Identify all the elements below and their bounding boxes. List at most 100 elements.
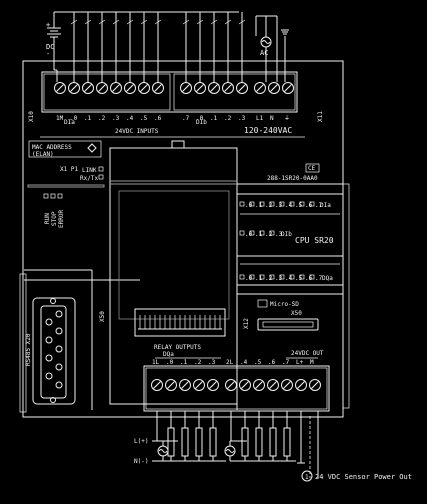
led-label: .6	[305, 202, 313, 209]
led-label: .3	[275, 275, 283, 282]
output-screw-3	[193, 379, 205, 391]
input-terminal-label: .2	[98, 115, 106, 122]
led-label: .5	[295, 202, 303, 209]
do-leds-label: DQa	[322, 275, 333, 282]
input-screw-b-4	[236, 82, 248, 94]
input-terminal-label: .4	[126, 115, 134, 122]
output-terminal-label: M	[310, 359, 314, 366]
cpu-model-label: CPU SR20	[295, 236, 334, 245]
micro-sd-slot: Micro-SD X50	[257, 299, 319, 331]
input-screw-a-5	[124, 82, 136, 94]
port-x11-label: X11	[317, 111, 324, 122]
output-drop-wires	[156, 411, 302, 428]
center-panel	[109, 140, 238, 405]
output-screw-2	[179, 379, 191, 391]
led-label: .5	[295, 275, 303, 282]
mac-address-text: MAC ADDRESS	[32, 144, 72, 151]
output-terminal-label: .3	[208, 359, 216, 366]
input-terminal-label: .2	[224, 115, 232, 122]
note-text: 24 VDC Sensor Power Out	[315, 473, 412, 481]
power-screw-1	[268, 82, 280, 94]
power-screw-2	[282, 82, 294, 94]
led-label: .7	[315, 202, 323, 209]
led-label: .4	[285, 202, 293, 209]
led-label: .2	[265, 275, 273, 282]
part-number: 288-1SR20-0AA0	[267, 175, 318, 182]
led-label: .4	[285, 275, 293, 282]
input-terminal-label: .3	[238, 115, 246, 122]
output-terminal-label: .0	[166, 359, 174, 366]
output-terminal-label: 2L	[226, 359, 234, 366]
link-led	[98, 166, 104, 172]
load-5	[255, 427, 263, 457]
dc-label: DC	[46, 43, 54, 51]
dc-out-label: 24VDC OUT	[291, 350, 324, 357]
output-terminal-label: 1L	[152, 359, 160, 366]
stop-led-label: STOP	[51, 211, 58, 226]
micro-sd-port-label: X50	[291, 310, 302, 317]
load-7	[283, 427, 291, 457]
input-screw-a-3	[96, 82, 108, 94]
inputs-24vdc-label: 24VDC INPUTS	[115, 128, 159, 135]
input-terminal-label: .0	[70, 115, 78, 122]
sd-card-slot	[257, 318, 319, 331]
output-screw-0	[151, 379, 163, 391]
dc-drop-wires	[70, 12, 246, 82]
input-terminal-label: .6	[154, 115, 162, 122]
power-120-240vac-label: 120-240VAC	[244, 126, 292, 135]
led-label: .2	[265, 202, 273, 209]
network-icon	[87, 143, 97, 153]
output-screw-terminals	[151, 379, 321, 391]
input-terminal-label: .0	[196, 115, 204, 122]
plc-housing	[19, 60, 350, 418]
input-screw-a-6	[138, 82, 150, 94]
load-resistors	[156, 427, 305, 464]
error-led-label: ERROR	[58, 210, 65, 228]
line-l-plus-label: L(+)	[134, 438, 148, 445]
relay-outputs-label: RELAY OUTPUTS	[154, 344, 201, 351]
input-terminal-label: .1	[84, 115, 92, 122]
db9-pins	[45, 310, 63, 389]
input-screw-a-7	[152, 82, 164, 94]
note-number: 1	[305, 474, 309, 481]
input-screw-b-1	[194, 82, 206, 94]
rxtx-led	[98, 174, 104, 180]
input-terminal-label: 1M	[56, 115, 64, 122]
led-label: .1	[255, 202, 263, 209]
output-screw-9	[281, 379, 293, 391]
output-screw-1	[165, 379, 177, 391]
di-leds-b-label: DIb	[281, 231, 292, 238]
input-terminal-label: .5	[140, 115, 148, 122]
input-terminal-label: .3	[112, 115, 120, 122]
input-screw-b-0	[180, 82, 192, 94]
bottom-load-wiring: L(+) N(-) 1 24 VDC Sensor Power Out	[134, 411, 412, 482]
dib-group-label: DIb	[196, 119, 207, 126]
power-terminal-label: L1	[256, 115, 264, 122]
side-x50-label: X50	[99, 311, 106, 322]
relay-connector-cover	[134, 308, 226, 337]
di-leds-a-label: DIa	[320, 202, 331, 209]
left-panel: MAC ADDRESS (ELAN) X1 P1 LINK Rx/Tx RUN …	[24, 140, 140, 410]
led-label: .0	[245, 231, 253, 238]
port-x12-label: X12	[243, 318, 250, 329]
dia-group-label: DIa	[64, 119, 75, 126]
input-terminal-label: .7	[182, 115, 190, 122]
rs485-x20-label: RS485 X20	[25, 333, 32, 366]
output-terminal-label: L+	[296, 359, 304, 366]
status-leds: RUN STOP ERROR	[43, 193, 65, 228]
port-x10-label: X10	[28, 111, 35, 122]
load-1	[181, 427, 189, 457]
input-screw-a-4	[110, 82, 122, 94]
led-label: .3	[275, 202, 283, 209]
link-led-label: LINK	[82, 167, 97, 174]
micro-sd-label: Micro-SD	[270, 301, 299, 308]
output-screw-4	[207, 379, 219, 391]
right-panel: CE 288-1SR20-0AA0 .0.1.2.3.4.5.6.7 DIa .…	[236, 163, 343, 410]
load-4	[241, 427, 249, 457]
power-screw-0	[254, 82, 266, 94]
run-led-label: RUN	[44, 213, 51, 224]
